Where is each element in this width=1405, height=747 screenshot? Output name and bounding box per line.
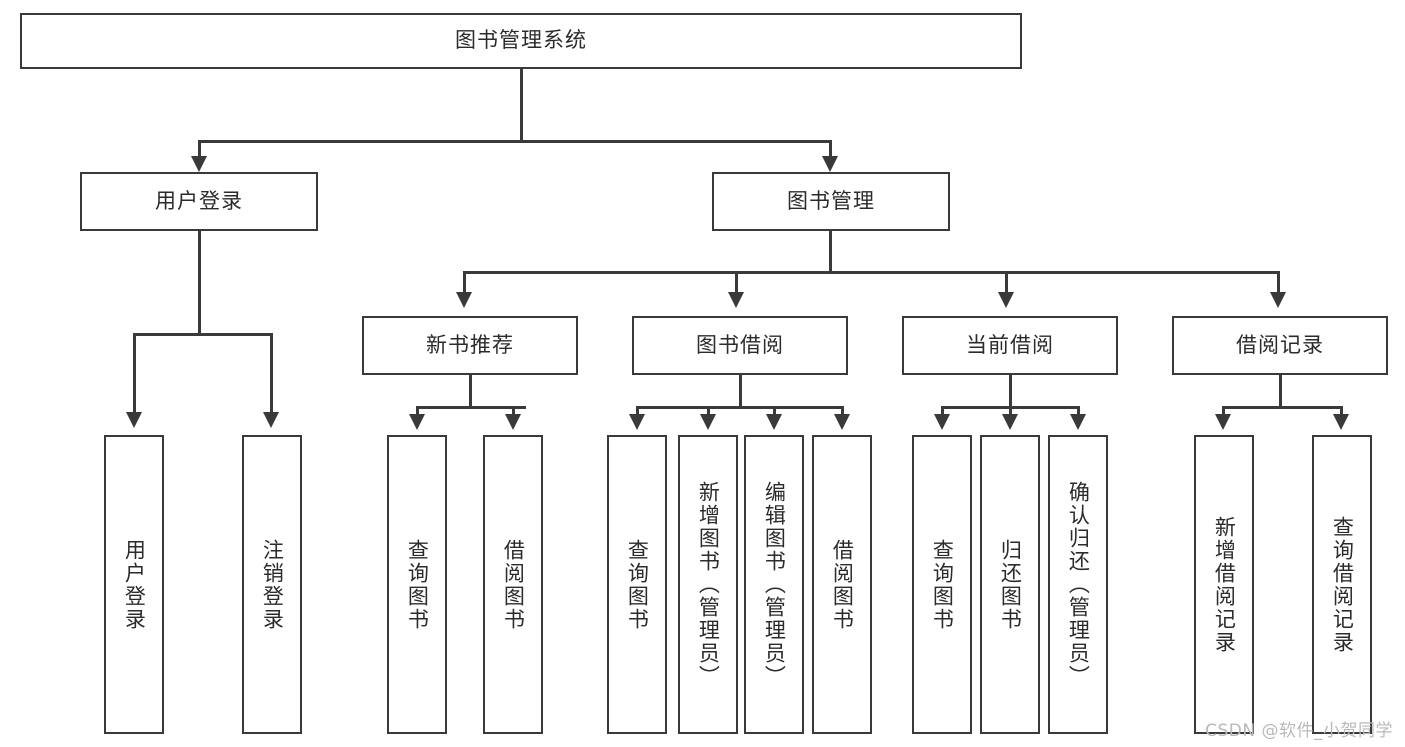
node-new-book-recommend[interactable]: 新书推荐 [362,316,578,375]
leaf-label: 借阅图书 [830,538,855,631]
leaf-label: 确认归还（管理员） [1066,481,1091,688]
connector-book-mgmt-stem [829,231,832,273]
connector-root-to-book-mgmt [829,140,832,160]
connector-book-mgmt-to-current [1005,271,1008,296]
connector-current-to-leaf-3 [1077,406,1080,418]
arrow-current-to-leaf-1 [934,414,950,430]
connector-record-to-leaf-2 [1340,406,1343,418]
connector-borrow-to-leaf-1 [636,406,639,418]
leaf-user-login-login[interactable]: 用户登录 [104,435,164,734]
connector-recommend-to-leaf-1 [416,406,419,418]
connector-user-login-to-leaf-2 [270,333,273,416]
connector-book-mgmt-to-borrow [735,271,738,296]
arrow-record-to-leaf-2 [1333,414,1349,430]
connector-root-bus [198,140,832,143]
arrow-user-login-to-leaf-2 [263,412,279,428]
node-root-system[interactable]: 图书管理系统 [20,13,1022,69]
arrow-book-mgmt-to-current [998,292,1014,308]
connector-borrow-to-leaf-2 [707,406,710,418]
node-book-management[interactable]: 图书管理 [712,172,950,231]
leaf-label: 注销登录 [260,538,285,631]
node-current-borrow[interactable]: 当前借阅 [902,316,1118,375]
leaf-recommend-borrow-book[interactable]: 借阅图书 [483,435,543,734]
arrow-book-mgmt-to-borrow [728,292,744,308]
leaf-recommend-query-book[interactable]: 查询图书 [387,435,447,734]
node-label: 当前借阅 [966,332,1054,357]
node-label: 用户登录 [155,188,243,213]
connector-current-to-leaf-2 [1009,406,1012,418]
connector-borrow-stem [739,375,742,408]
arrow-book-mgmt-to-recommend [456,292,472,308]
connector-record-to-leaf-1 [1222,406,1225,418]
watermark: CSDN @软件_小贺同学 [1205,721,1393,741]
leaf-label: 用户登录 [122,538,147,631]
connector-borrow-to-leaf-4 [841,406,844,418]
connector-user-login-stem [198,231,201,335]
leaf-label: 查询图书 [930,538,955,631]
connector-recommend-to-leaf-2 [512,406,515,418]
leaf-record-add-record[interactable]: 新增借阅记录 [1194,435,1254,734]
connector-user-login-to-leaf-1 [133,333,136,416]
arrow-current-to-leaf-3 [1070,414,1086,430]
connector-current-stem [1009,375,1012,408]
arrow-user-login-to-leaf-1 [126,412,142,428]
connector-record-stem [1279,375,1282,408]
leaf-label: 新增借阅记录 [1212,515,1237,654]
leaf-label: 查询图书 [625,538,650,631]
node-user-login[interactable]: 用户登录 [80,172,318,231]
leaf-borrow-edit-book-admin[interactable]: 编辑图书（管理员） [744,435,804,734]
leaf-current-confirm-return-admin[interactable]: 确认归还（管理员） [1048,435,1108,734]
leaf-label: 查询借阅记录 [1330,515,1355,654]
node-borrow-record[interactable]: 借阅记录 [1172,316,1388,375]
leaf-label: 编辑图书（管理员） [762,481,787,688]
arrow-recommend-to-leaf-2 [505,414,521,430]
node-label: 借阅记录 [1236,332,1324,357]
arrow-root-to-book-mgmt [822,156,838,172]
arrow-recommend-to-leaf-1 [409,414,425,430]
arrow-borrow-to-leaf-1 [629,414,645,430]
connector-recommend-stem [469,375,472,408]
connector-root-to-user-login [198,140,201,160]
leaf-user-login-logout[interactable]: 注销登录 [242,435,302,734]
leaf-borrow-query-book[interactable]: 查询图书 [607,435,667,734]
leaf-borrow-add-book-admin[interactable]: 新增图书（管理员） [678,435,738,734]
arrow-borrow-to-leaf-3 [766,414,782,430]
leaf-label: 归还图书 [998,538,1023,631]
connector-user-login-bus [133,333,272,336]
connector-borrow-bus [636,406,842,409]
leaf-current-return-book[interactable]: 归还图书 [980,435,1040,734]
arrow-current-to-leaf-2 [1002,414,1018,430]
arrow-root-to-user-login [191,156,207,172]
connector-root-stem [520,69,523,142]
connector-current-to-leaf-1 [941,406,944,418]
arrow-borrow-to-leaf-2 [700,414,716,430]
connector-book-mgmt-bus [463,271,1280,274]
node-label: 图书管理系统 [455,28,587,53]
node-label: 图书管理 [787,188,875,213]
connector-borrow-to-leaf-3 [773,406,776,418]
arrow-record-to-leaf-1 [1215,414,1231,430]
connector-recommend-bus [416,406,526,409]
leaf-record-query-record[interactable]: 查询借阅记录 [1312,435,1372,734]
connector-record-bus [1222,406,1342,409]
arrow-borrow-to-leaf-4 [834,414,850,430]
leaf-current-query-book[interactable]: 查询图书 [912,435,972,734]
node-label: 图书借阅 [696,332,784,357]
node-label: 新书推荐 [426,332,514,357]
leaf-borrow-borrow-book[interactable]: 借阅图书 [812,435,872,734]
connector-book-mgmt-to-record [1277,271,1280,296]
leaf-label: 查询图书 [405,538,430,631]
leaf-label: 借阅图书 [501,538,526,631]
node-book-borrow[interactable]: 图书借阅 [632,316,848,375]
arrow-book-mgmt-to-record [1270,292,1286,308]
connector-book-mgmt-to-recommend [463,271,466,296]
leaf-label: 新增图书（管理员） [696,481,721,688]
